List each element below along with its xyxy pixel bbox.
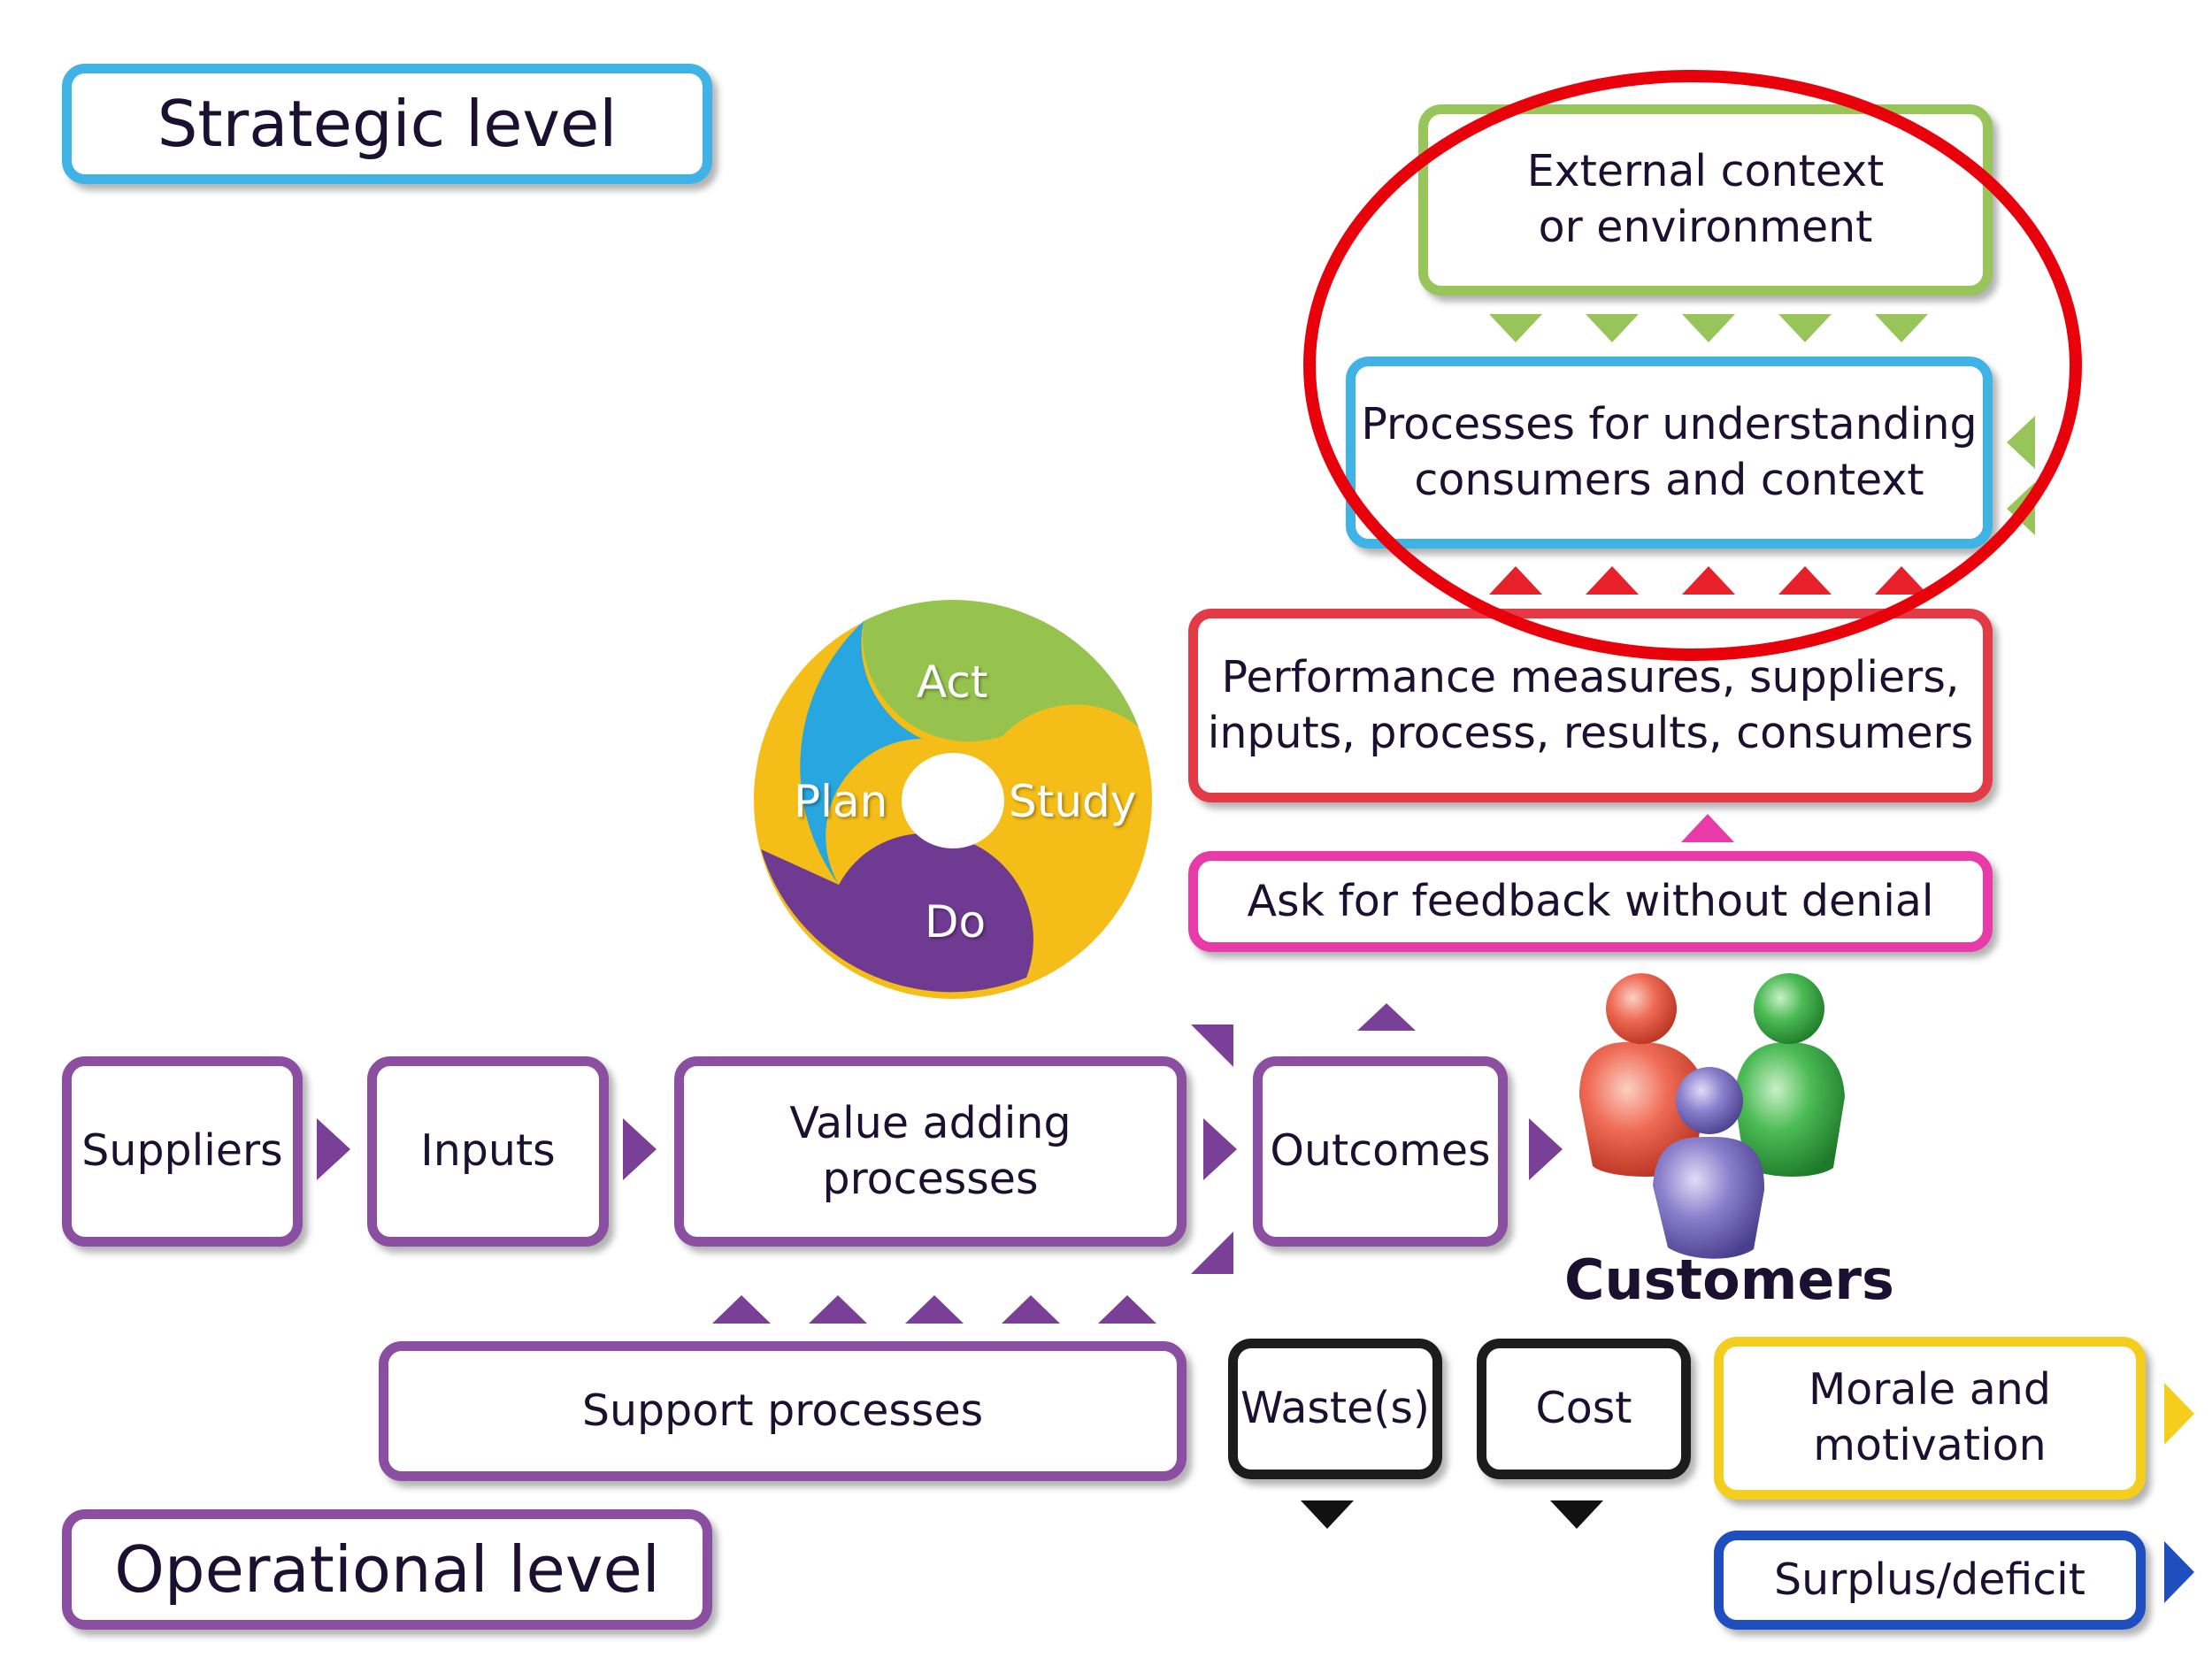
value-adding-line-1: Value adding: [789, 1097, 1071, 1148]
wastes-box: Waste(s): [1228, 1339, 1442, 1479]
customers-people-icon: [1579, 973, 1845, 1259]
pdsa-act-label: Act: [917, 656, 988, 708]
arrow-icon: [1586, 566, 1639, 595]
pink-up-arrow-icon: [1681, 814, 1734, 842]
understanding-line-2: consumers and context: [1414, 454, 1924, 505]
surplus-deficit-box: Surplus/deficit: [1714, 1531, 2146, 1630]
arrow-icon: [1002, 1295, 1060, 1324]
arrow-icon: [1489, 566, 1542, 595]
arrow-icon: [317, 1118, 350, 1180]
arrow-icon: [2007, 416, 2035, 469]
arrow-icon: [1191, 1025, 1233, 1067]
inputs-text: Inputs: [420, 1125, 556, 1177]
black-down-arrow-icon: [1301, 1500, 1354, 1529]
external-context-line-1: External context: [1526, 146, 1885, 197]
arrow-icon: [905, 1295, 964, 1324]
cost-box: Cost: [1477, 1339, 1691, 1479]
pdsa-do-label: Do: [925, 896, 987, 948]
pdsa-plan-segment: [800, 621, 922, 885]
operational-level-text: Operational level: [114, 1531, 660, 1607]
yellow-right-arrow-icon: [2164, 1383, 2194, 1445]
outcomes-box: Outcomes: [1253, 1056, 1508, 1247]
understanding-processes-box: Processes for understanding consumers an…: [1346, 357, 1993, 549]
outcomes-text: Outcomes: [1270, 1125, 1491, 1177]
suppliers-box: Suppliers: [62, 1056, 303, 1247]
feedback-box: Ask for feedback without denial: [1188, 851, 1993, 952]
morale-line-1: Morale and: [1809, 1364, 2051, 1416]
strategic-level-text: Strategic level: [157, 86, 618, 161]
arrow-icon: [1489, 314, 1542, 342]
value-adding-line-2: processes: [822, 1153, 1039, 1204]
understanding-line-1: Processes for understanding: [1361, 398, 1978, 449]
arrow-icon: [712, 1295, 771, 1324]
feedback-text: Ask for feedback without denial: [1247, 875, 1934, 926]
strategic-level-label: Strategic level: [62, 64, 712, 184]
performance-line-1: Performance measures, suppliers,: [1221, 651, 1960, 702]
arrow-icon: [1203, 1118, 1237, 1180]
arrow-icon: [1529, 1118, 1563, 1180]
value-adding-processes-box: Value adding processes: [674, 1056, 1187, 1247]
morale-motivation-box: Morale and motivation: [1714, 1337, 2146, 1500]
inputs-box: Inputs: [367, 1056, 609, 1247]
arrow-icon: [1778, 566, 1832, 595]
cost-text: Cost: [1535, 1383, 1632, 1434]
operational-level-label: Operational level: [62, 1509, 712, 1630]
performance-measures-box: Performance measures, suppliers, inputs,…: [1188, 609, 1993, 802]
arrow-icon: [1586, 314, 1639, 342]
wastes-text: Waste(s): [1240, 1383, 1430, 1434]
arrow-icon: [1778, 314, 1832, 342]
navy-right-arrow-icon: [2164, 1541, 2194, 1603]
customers-label: Customers: [1564, 1247, 1894, 1312]
arrow-icon: [1875, 314, 1928, 342]
pdsa-plan-label: Plan: [794, 776, 888, 827]
morale-line-2: motivation: [1813, 1420, 2047, 1470]
red-up-arrows: [1489, 566, 1928, 595]
pdsa-do-segment: [761, 833, 1033, 993]
arrow-icon: [1191, 1232, 1233, 1274]
external-context-line-2: or environment: [1538, 202, 1873, 252]
arrow-icon: [1357, 1003, 1416, 1031]
performance-line-2: inputs, process, results, consumers: [1207, 707, 1974, 758]
support-processes-box: Support processes: [379, 1341, 1187, 1481]
suppliers-text: Suppliers: [81, 1125, 283, 1177]
arrow-icon: [2007, 482, 2035, 535]
arrow-icon: [1682, 566, 1735, 595]
arrow-icon: [623, 1118, 657, 1180]
arrow-icon: [1682, 314, 1735, 342]
pdsa-study-label: Study: [1009, 776, 1137, 827]
pdsa-act-segment: [862, 600, 1139, 742]
black-down-arrow-icon: [1550, 1500, 1603, 1529]
external-context-box: External context or environment: [1418, 104, 1993, 295]
surplus-deficit-text: Surplus/deficit: [1774, 1554, 2085, 1605]
arrow-icon: [1098, 1295, 1156, 1324]
arrow-icon: [1875, 566, 1928, 595]
arrow-icon: [809, 1295, 867, 1324]
support-processes-text: Support processes: [581, 1385, 984, 1436]
